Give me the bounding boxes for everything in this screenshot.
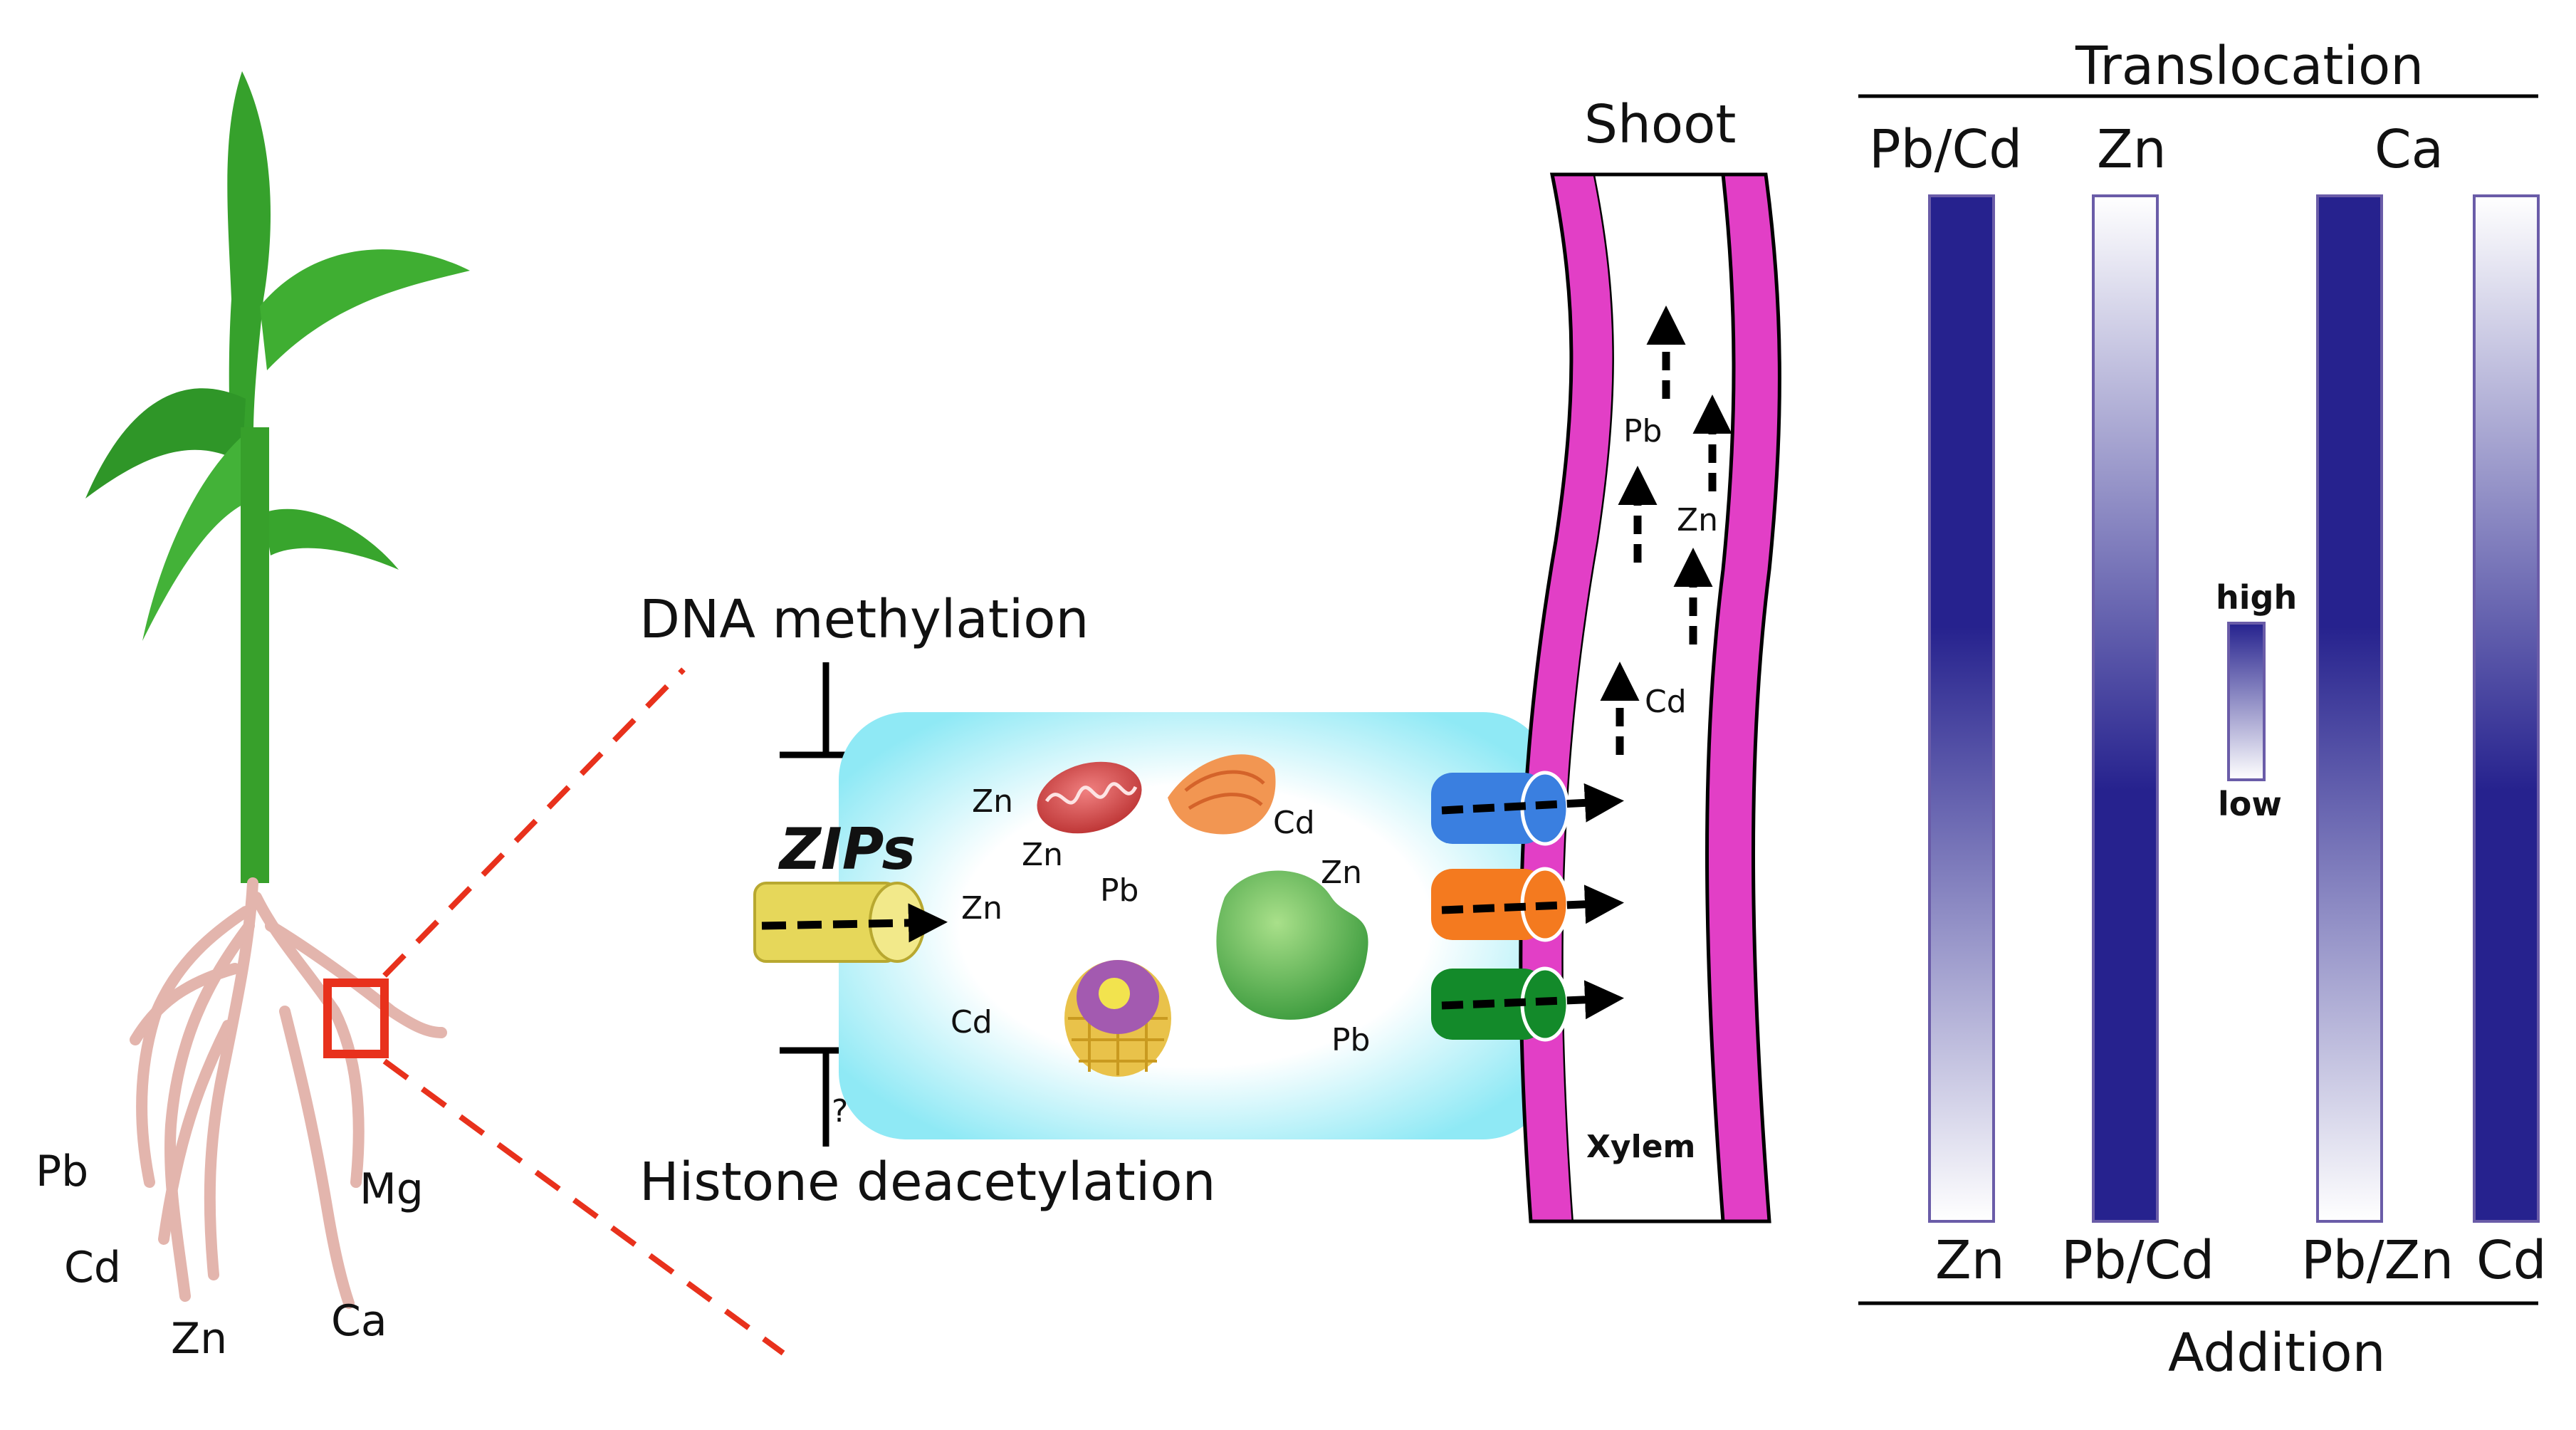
root-element-zn: Zn bbox=[171, 1314, 227, 1364]
golgi-icon bbox=[1168, 754, 1276, 835]
gradient-bar-3 bbox=[2316, 194, 2383, 1223]
efflux-channel-1 bbox=[1431, 771, 1624, 846]
xylem-upward-arrows bbox=[1600, 306, 1732, 755]
cell-ion-zn2: Zn bbox=[1022, 837, 1063, 873]
root-cell: ZIPs Zn Zn Zn Zn Pb Pb Cd Cd bbox=[753, 712, 1551, 1139]
xylem-ion-cd: Cd bbox=[1645, 684, 1687, 720]
xylem-ion-pb: Pb bbox=[1623, 413, 1662, 449]
xylem-panel: Shoot Pb Zn Cd Xylem bbox=[1431, 94, 1781, 1223]
top-label-zn: Zn bbox=[2097, 119, 2167, 180]
xylem-ion-zn: Zn bbox=[1677, 502, 1718, 538]
plant-illustration: Pb Cd Zn Ca Mg bbox=[36, 71, 785, 1364]
mitochondrion-icon bbox=[1037, 761, 1142, 834]
legend-high-label: high bbox=[2216, 578, 2297, 617]
gradient-legend: high low bbox=[2216, 578, 2297, 823]
cell-body bbox=[839, 712, 1551, 1139]
root-element-cd: Cd bbox=[64, 1243, 121, 1293]
cell-ion-zn1: Zn bbox=[972, 783, 1013, 820]
addition-footer: Addition bbox=[2168, 1322, 2386, 1384]
bottom-label-cd: Cd bbox=[2476, 1230, 2547, 1291]
zoom-line-top bbox=[382, 667, 686, 978]
zips-label: ZIPs bbox=[777, 816, 916, 882]
gradient-bar-2 bbox=[2092, 194, 2159, 1223]
plant-leaves bbox=[85, 71, 470, 883]
uncertain-marker: ? bbox=[832, 1093, 848, 1129]
zoom-line-bottom bbox=[382, 1058, 785, 1356]
top-label-ca: Ca bbox=[2375, 119, 2444, 180]
regulation-panel: DNA methylation Histone deacetylation ? bbox=[639, 589, 1216, 1213]
top-label-pbcd: Pb/Cd bbox=[1869, 119, 2022, 180]
cell-ion-zn4: Zn bbox=[1321, 855, 1362, 891]
root-element-ca: Ca bbox=[331, 1296, 387, 1346]
bottom-label-zn: Zn bbox=[1935, 1230, 2005, 1291]
root-zoom-box bbox=[323, 978, 389, 1058]
dna-methylation-label: DNA methylation bbox=[639, 589, 1089, 650]
translocation-panel: Translocation Pb/Cd Zn Ca high low Zn Pb… bbox=[1858, 36, 2547, 1384]
gradient-bar-4 bbox=[2473, 194, 2540, 1223]
cell-ion-cd2: Cd bbox=[951, 1004, 993, 1040]
efflux-channel-3 bbox=[1431, 966, 1624, 1042]
cell-ion-cd1: Cd bbox=[1273, 805, 1315, 841]
cell-ion-pb1: Pb bbox=[1100, 872, 1138, 909]
root-element-mg: Mg bbox=[360, 1164, 424, 1214]
gradient-bar-1 bbox=[1928, 194, 1995, 1223]
bottom-label-pbzn: Pb/Zn bbox=[2301, 1230, 2454, 1291]
xylem-label: Xylem bbox=[1586, 1129, 1695, 1165]
root-element-pb: Pb bbox=[36, 1147, 88, 1196]
histone-deacetylation-label: Histone deacetylation bbox=[639, 1152, 1216, 1213]
cell-ion-zn3: Zn bbox=[961, 890, 1002, 927]
bottom-label-pbcd: Pb/Cd bbox=[2061, 1230, 2214, 1291]
legend-swatch bbox=[2227, 622, 2266, 781]
shoot-label: Shoot bbox=[1584, 94, 1736, 155]
zip-transporter bbox=[753, 882, 948, 963]
efflux-channel-2 bbox=[1431, 867, 1624, 942]
xylem-lumen bbox=[1563, 174, 1734, 1221]
cell-ion-pb2: Pb bbox=[1331, 1022, 1370, 1058]
chloroplast-icon bbox=[1216, 870, 1368, 1020]
legend-low-label: low bbox=[2218, 785, 2282, 823]
nucleus-icon bbox=[1064, 960, 1171, 1077]
plant-roots bbox=[130, 877, 447, 1309]
translocation-header: Translocation bbox=[2075, 36, 2424, 97]
